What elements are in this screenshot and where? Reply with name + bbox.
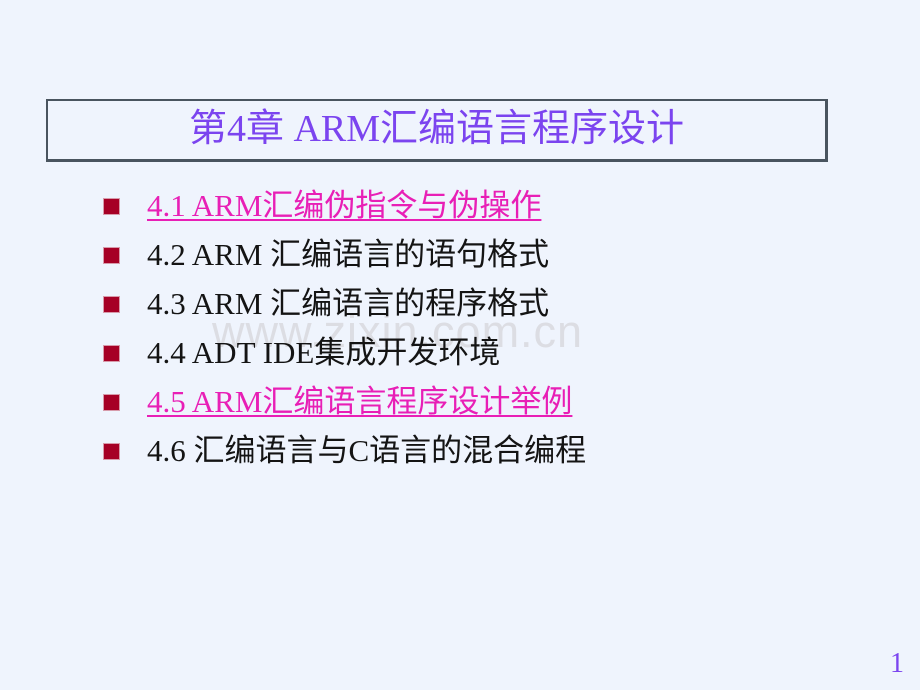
agenda-item-4-3: 4.3 ARM 汇编语言的程序格式 [147, 286, 550, 321]
page-number: 1 [890, 648, 904, 679]
agenda-list: 4.1 ARM汇编伪指令与伪操作 4.2 ARM 汇编语言的语句格式 4.3 A… [104, 186, 864, 480]
list-item: 4.3 ARM 汇编语言的程序格式 [104, 284, 864, 333]
square-bullet-icon [104, 248, 119, 263]
list-item: 4.4 ADT IDE集成开发环境 [104, 333, 864, 382]
list-item: 4.2 ARM 汇编语言的语句格式 [104, 235, 864, 284]
list-item[interactable]: 4.5 ARM汇编语言程序设计举例 [104, 382, 864, 431]
square-bullet-icon [104, 199, 119, 214]
agenda-item-4-6: 4.6 汇编语言与C语言的混合编程 [147, 433, 587, 468]
square-bullet-icon [104, 297, 119, 312]
agenda-item-4-2: 4.2 ARM 汇编语言的语句格式 [147, 237, 550, 272]
agenda-item-link-4-5[interactable]: 4.5 ARM汇编语言程序设计举例 [147, 384, 573, 419]
square-bullet-icon [104, 444, 119, 459]
list-item[interactable]: 4.1 ARM汇编伪指令与伪操作 [104, 186, 864, 235]
agenda-item-link-4-1[interactable]: 4.1 ARM汇编伪指令与伪操作 [147, 188, 542, 223]
square-bullet-icon [104, 346, 119, 361]
list-item: 4.6 汇编语言与C语言的混合编程 [104, 431, 864, 480]
agenda-item-4-4: 4.4 ADT IDE集成开发环境 [147, 335, 501, 370]
slide-title-box: 第4章 ARM汇编语言程序设计 [46, 99, 828, 162]
square-bullet-icon [104, 395, 119, 410]
slide-title: 第4章 ARM汇编语言程序设计 [188, 107, 685, 150]
